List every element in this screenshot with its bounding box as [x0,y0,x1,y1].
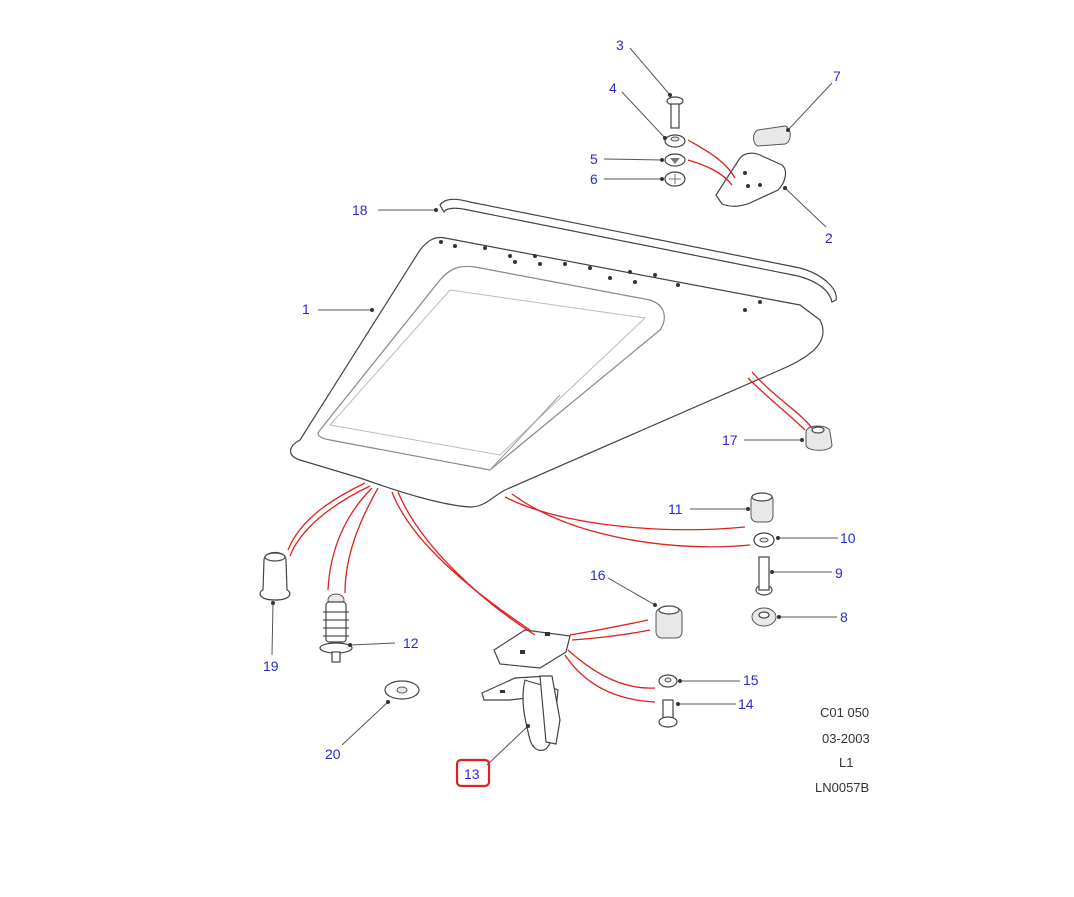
info-code: C01 050 [820,705,869,720]
part-17-bump-stop[interactable] [805,425,833,451]
part-10-washer[interactable] [753,532,775,548]
part-6-nut[interactable] [664,171,686,187]
callout-1[interactable]: 1 [302,301,310,317]
part-3-screw[interactable] [666,96,684,129]
part-1-panel[interactable] [290,236,824,508]
info-date: 03-2003 [822,731,870,746]
callout-5[interactable]: 5 [590,151,598,167]
part-14-bolt[interactable] [658,699,678,728]
fixing-link-lines [287,139,813,703]
callout-13[interactable]: 13 [464,766,480,782]
part-13-latch[interactable] [481,629,571,751]
panel-holes [439,240,762,312]
reference-info: C01 050 03-2003 L1 LN0057B [815,705,870,795]
part-2-hinge-bracket[interactable] [715,152,787,207]
callout-19[interactable]: 19 [263,658,279,674]
callout-15[interactable]: 15 [743,672,759,688]
info-ref: LN0057B [815,780,869,795]
callout-11[interactable]: 11 [668,501,683,517]
part-11-buffer[interactable] [750,492,774,523]
callout-9[interactable]: 9 [835,565,843,581]
callout-6[interactable]: 6 [590,171,598,187]
callout-7[interactable]: 7 [833,68,841,84]
part-4-washer[interactable] [664,134,686,148]
part-7-hinge-pin[interactable] [753,125,791,147]
leader-lines [271,47,838,766]
part-20-washer[interactable] [384,680,420,700]
callout-8[interactable]: 8 [840,609,848,625]
part-16-buffer[interactable] [655,605,683,639]
callout-4[interactable]: 4 [609,80,617,96]
callout-2[interactable]: 2 [825,230,833,246]
part-18-seal-strip[interactable] [439,198,837,303]
selected-callout-highlight [455,758,491,788]
callout-16[interactable]: 16 [590,567,606,583]
part-19-pin[interactable] [259,551,291,601]
callout-12[interactable]: 12 [403,635,419,651]
part-8-spacer[interactable] [751,607,777,627]
part-9-bolt[interactable] [755,556,773,596]
callout-labels: 3 4 5 6 7 2 18 1 17 11 10 9 8 16 15 14 1… [263,37,856,782]
callout-14[interactable]: 14 [738,696,754,712]
callout-18[interactable]: 18 [352,202,368,218]
part-12-spring-stop[interactable] [319,593,353,663]
callout-3[interactable]: 3 [616,37,624,53]
part-15-nut[interactable] [658,674,678,688]
callout-10[interactable]: 10 [840,530,856,546]
part-5-lock-washer[interactable] [664,153,686,167]
callout-17[interactable]: 17 [722,432,738,448]
callout-20[interactable]: 20 [325,746,341,762]
info-level: L1 [839,755,853,770]
